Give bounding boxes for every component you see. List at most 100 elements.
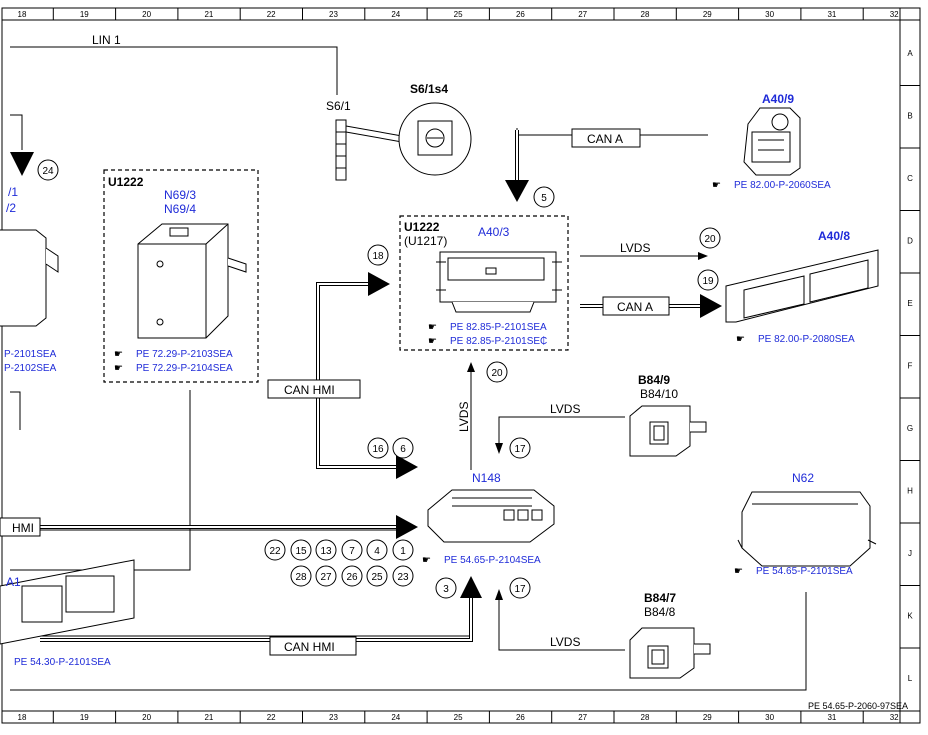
column-label: 18 <box>18 713 27 722</box>
marker-row1-5: 1 <box>400 546 406 557</box>
a40-9-module <box>743 107 801 176</box>
n148-label: N148 <box>472 471 501 485</box>
marker-row1-2: 13 <box>320 546 332 557</box>
column-label: 26 <box>516 10 525 19</box>
a40-8-label: A40/8 <box>818 229 850 243</box>
a1-partial <box>0 559 135 645</box>
marker-16: 16 <box>372 444 384 455</box>
a1-ref: PE 54.30-P-2101SEA <box>14 657 111 668</box>
lvds-right-label: LVDS <box>620 241 650 255</box>
a40-3-ref1: PE 82.85-P-2101SEA <box>450 322 547 333</box>
marker-5: 5 <box>541 193 547 204</box>
column-label: 19 <box>80 10 89 19</box>
footer-code: PE 54.65-P-2060-97SEA <box>808 701 908 711</box>
column-label: 22 <box>267 10 276 19</box>
column-label: 24 <box>391 713 400 722</box>
u1222-a40-3-label: U1222 <box>404 220 440 234</box>
pointing-hand-icon: ☛ <box>428 336 437 347</box>
column-label: 28 <box>641 713 650 722</box>
lvds-vertical-label: LVDS <box>457 402 471 432</box>
column-label: 22 <box>267 713 276 722</box>
u1217-label: (U1217) <box>404 234 447 248</box>
lin1-label: LIN 1 <box>92 33 121 47</box>
n148-module <box>427 489 555 543</box>
column-label: 31 <box>827 713 836 722</box>
can-a-top-label: CAN A <box>587 132 623 146</box>
column-label: 25 <box>454 10 463 19</box>
can-a-mid-label: CAN A <box>617 300 653 314</box>
column-label: 30 <box>765 713 774 722</box>
column-label: 19 <box>80 713 89 722</box>
pointing-hand-icon: ☛ <box>734 566 743 577</box>
arrowheads <box>10 152 722 600</box>
s6-1-label: S6/1 <box>326 99 351 113</box>
lvds-b84-9-label: LVDS <box>550 402 580 416</box>
s6-1s4-switch <box>398 102 472 176</box>
marker-labels: 24 5 18 20 19 20 16 6 17 3 17 22 15 13 7… <box>42 166 716 595</box>
row-label: G <box>907 424 913 433</box>
column-label: 23 <box>329 713 338 722</box>
marker-20: 20 <box>491 368 503 379</box>
hmi-partial-label: HMI <box>12 521 34 535</box>
row-label: C <box>907 174 913 183</box>
row-label: H <box>907 487 913 496</box>
marker-17: 17 <box>514 444 526 455</box>
row-label: A <box>907 49 913 58</box>
s6-1-connector <box>335 119 403 181</box>
a40-3-module <box>436 251 562 313</box>
marker-row2-2: 26 <box>346 572 358 583</box>
s6-1s4-label: S6/1s4 <box>410 82 448 96</box>
component-labels: S6/1 S6/1s4 A40/9 PE 82.00-P-2060SEA U12… <box>4 82 908 711</box>
line-labels: LIN 1 CAN A CAN A LVDS LVDS LVDS CAN HMI… <box>12 33 653 654</box>
left-ref1: P-2101SEA <box>4 349 57 360</box>
column-ticks <box>52 8 864 723</box>
b84-10-label: B84/10 <box>640 387 678 401</box>
b84-9-label: B84/9 <box>638 373 670 387</box>
marker-row1-3: 7 <box>349 546 355 557</box>
marker-6: 6 <box>400 444 406 455</box>
n62-label: N62 <box>792 471 814 485</box>
marker-18: 18 <box>372 251 384 262</box>
column-label: 32 <box>890 713 899 722</box>
column-label: 18 <box>18 10 27 19</box>
n62-module <box>737 491 877 567</box>
row-label: D <box>907 237 913 246</box>
column-label: 20 <box>142 10 151 19</box>
pointing-hand-icon: ☛ <box>428 322 437 333</box>
column-label: 29 <box>703 713 712 722</box>
b84-8-label: B84/8 <box>644 605 676 619</box>
u1222-n69-label: U1222 <box>108 175 144 189</box>
n69-4-label: N69/4 <box>164 202 196 216</box>
marker-row1-4: 4 <box>374 546 380 557</box>
a40-9-label: A40/9 <box>762 92 794 106</box>
n148-ref: PE 54.65-P-2104SEA <box>444 555 541 566</box>
marker-3: 3 <box>443 584 449 595</box>
left-partial-1: /1 <box>8 185 18 199</box>
n69-ref2: PE 72.29-P-2104SEA <box>136 363 233 374</box>
grid-frame <box>1 7 921 724</box>
pointing-hand-icon: ☛ <box>114 363 123 374</box>
row-label: E <box>907 299 912 308</box>
row-label: J <box>908 549 912 558</box>
a40-3-ref2: PE 82.85-P-2101SE₵ <box>450 335 547 347</box>
column-label: 27 <box>578 10 587 19</box>
a40-8-display <box>725 249 879 323</box>
column-label: 21 <box>204 713 213 722</box>
marker-row2-1: 27 <box>320 572 332 583</box>
pointing-hand-icon: ☛ <box>736 334 745 345</box>
row-label: F <box>908 362 913 371</box>
b84-7-camera <box>629 627 711 679</box>
column-label: 32 <box>890 10 899 19</box>
column-label: 31 <box>827 10 836 19</box>
pointing-hand-icon: ☛ <box>422 555 431 566</box>
marker-19: 19 <box>702 276 714 287</box>
marker-20: 20 <box>704 234 716 245</box>
column-label: 24 <box>391 10 400 19</box>
column-label: 23 <box>329 10 338 19</box>
row-label: L <box>908 674 913 683</box>
column-label: 25 <box>454 713 463 722</box>
